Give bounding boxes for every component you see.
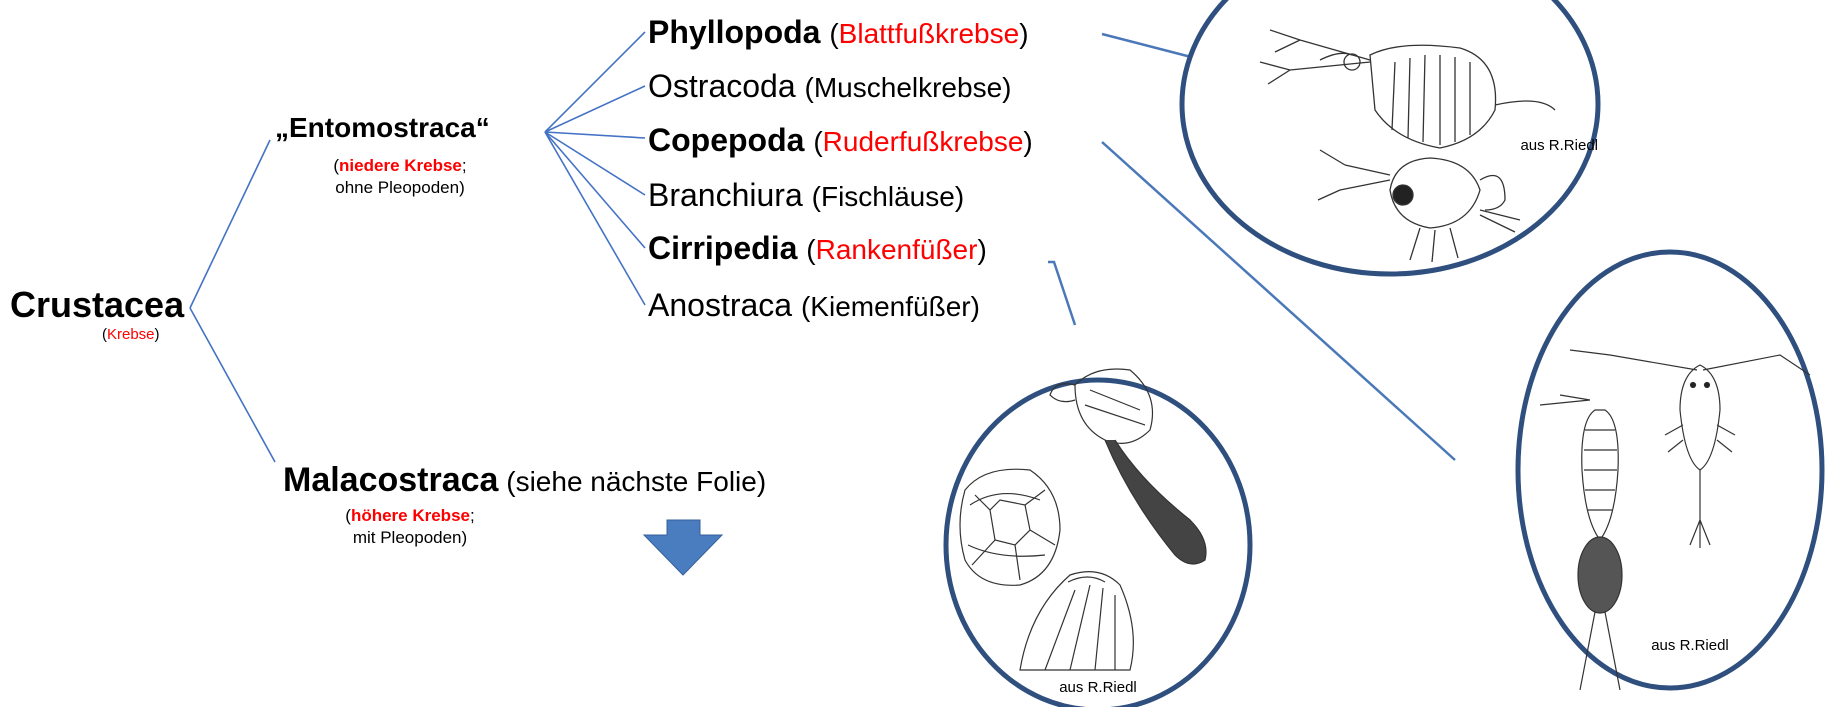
malacostraca-suffix: (siehe nächste Folie) [498, 466, 766, 497]
branch-line-phyllopoda [545, 32, 645, 132]
group-common: Ruderfußkrebse [823, 126, 1024, 157]
malacostraca-note-semi: ; [470, 506, 475, 525]
group-branchiura: Branchiura (Fischläuse) [648, 175, 964, 217]
group-common: Muschelkrebse [814, 72, 1002, 103]
entomostraca-note-common: niedere Krebse [339, 156, 462, 175]
malacostraca-label: Malacostraca (siehe nächste Folie) [283, 460, 766, 502]
branch-line-entomostraca [190, 140, 270, 308]
malacostraca-note: (höhere Krebse; mit Pleopoden) [310, 505, 510, 549]
root-common-label: Krebse [107, 326, 155, 343]
branch-line-cirripedia [545, 132, 645, 248]
root-name: Crustacea [10, 285, 184, 325]
copepoda-illustration: aus R.Riedl [1518, 252, 1822, 690]
down-arrow-icon [644, 520, 722, 575]
group-name: Ostracoda [648, 68, 796, 104]
malacostraca-note-line2: mit Pleopoden) [353, 528, 467, 547]
copepoda-circle [1518, 252, 1822, 688]
group-common: Kiemenfüßer [810, 291, 970, 322]
entomostraca-name: „Entomostraca“ [275, 112, 490, 144]
group-name: Cirripedia [648, 230, 797, 266]
group-common: Rankenfüßer [816, 234, 978, 265]
entomostraca-note-line2: ohne Pleopoden) [335, 178, 465, 197]
group-name: Branchiura [648, 177, 803, 213]
branch-line-anostraca [545, 132, 645, 305]
branch-line-branchiura [545, 132, 645, 195]
group-copepoda: Copepoda (Ruderfußkrebse) [648, 120, 1033, 162]
group-phyllopoda: Phyllopoda (Blattfußkrebse) [648, 12, 1029, 54]
phyllopoda-illustration: aus R.Riedl [1182, 0, 1598, 274]
entomostraca-note-semi: ; [462, 156, 467, 175]
branch-line-ostracoda [545, 86, 645, 132]
group-cirripedia: Cirripedia (Rankenfüßer) [648, 228, 987, 270]
group-name: Anostraca [648, 287, 792, 323]
root-paren-close: ) [155, 326, 160, 343]
group-anostraca: Anostraca (Kiemenfüßer) [648, 285, 980, 327]
copepoda-credit: aus R.Riedl [1651, 637, 1729, 654]
connector-cirripedia [1048, 262, 1075, 325]
group-ostracoda: Ostracoda (Muschelkrebse) [648, 66, 1011, 108]
connector-phyllopoda [1102, 34, 1195, 58]
root-common: (Krebse) [102, 326, 160, 344]
group-common: Fischläuse [821, 181, 955, 212]
phyllopoda-credit: aus R.Riedl [1520, 137, 1598, 154]
group-common: Blattfußkrebse [839, 18, 1020, 49]
group-name: Phyllopoda [648, 14, 820, 50]
tree-lines [190, 32, 645, 462]
cirripedia-illustration: aus R.Riedl [946, 369, 1250, 707]
malacostraca-note-common: höhere Krebse [351, 506, 470, 525]
entomostraca-note: (niedere Krebse; ohne Pleopoden) [300, 155, 500, 199]
cirripedia-credit: aus R.Riedl [1059, 679, 1137, 696]
malacostraca-name: Malacostraca [283, 461, 498, 499]
branch-line-copepoda [545, 132, 645, 138]
branch-line-malacostraca [190, 308, 275, 462]
group-name: Copepoda [648, 122, 804, 158]
